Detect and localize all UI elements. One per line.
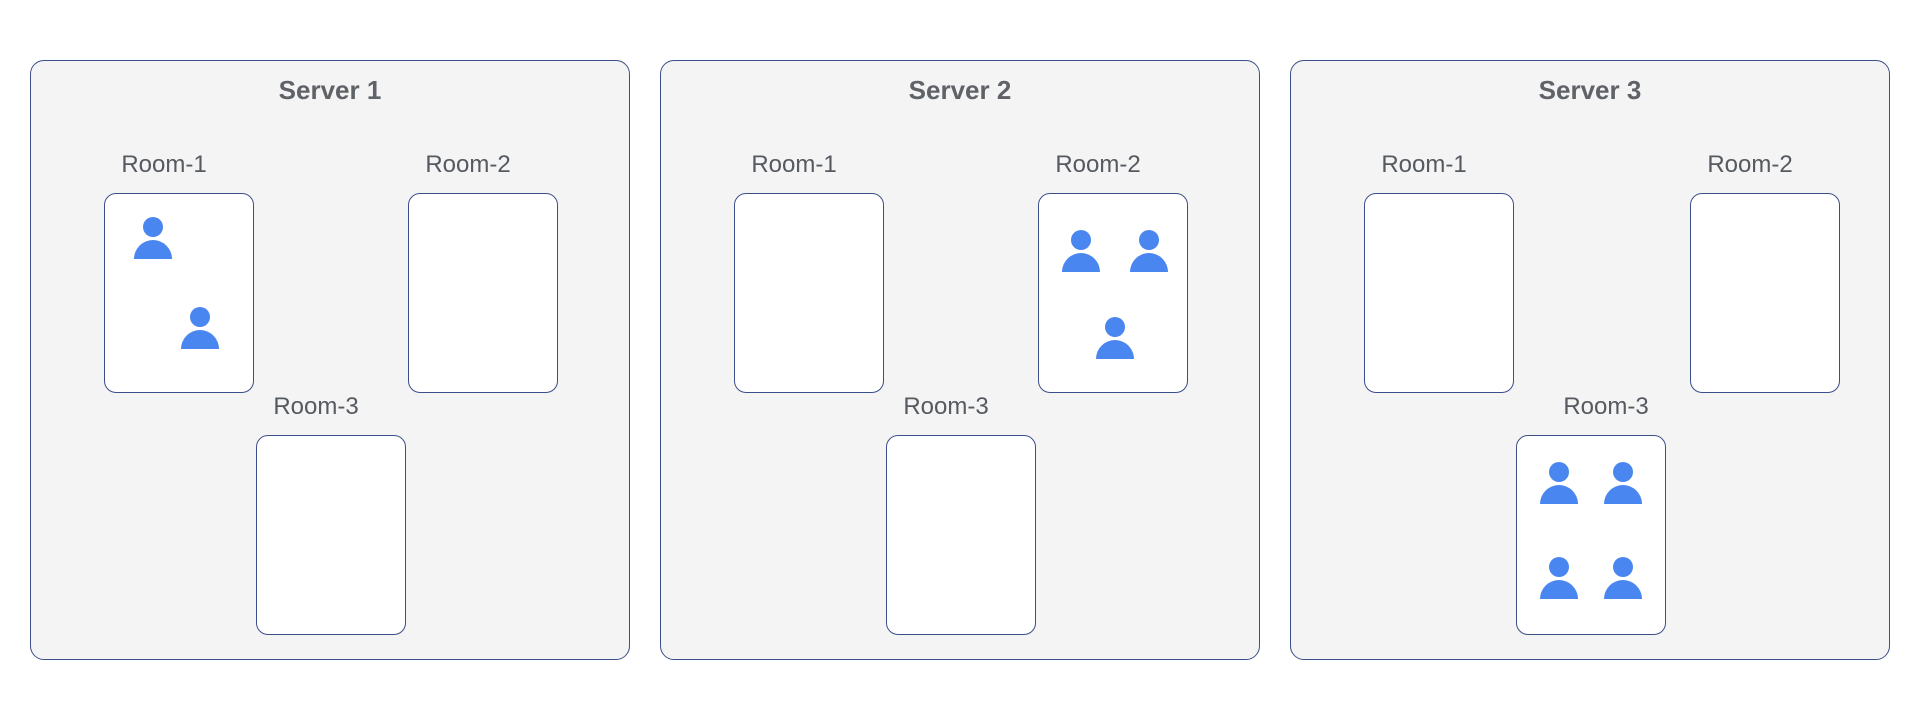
user-icon [1539,461,1579,505]
user-icon [1603,556,1643,600]
room-label: Room-1 [1381,151,1467,178]
room-1-box [1364,193,1514,393]
room-label: Room-3 [1563,393,1649,420]
room-1-box [734,193,884,393]
room-3-box [1516,435,1666,635]
room-1-box [104,193,254,393]
room-label: Room-3 [273,393,359,420]
server-panel-2: Server 2 Room-1 Room-2 Room-3 [660,60,1260,660]
room-2-box [408,193,558,393]
user-icon [1539,556,1579,600]
room-label: Room-2 [425,151,511,178]
room-label: Room-1 [121,151,207,178]
server-panel-1: Server 1 Room-1 Room-2 Room-3 [30,60,630,660]
user-icon [1061,229,1101,273]
room-label: Room-1 [751,151,837,178]
room-label: Room-2 [1055,151,1141,178]
user-icon [1129,229,1169,273]
room-label: Room-3 [903,393,989,420]
room-3-box [886,435,1036,635]
room-2-box [1690,193,1840,393]
server-panel-3: Server 3 Room-1 Room-2 Room-3 [1290,60,1890,660]
user-icon [133,216,173,260]
server-title: Server 2 [908,75,1012,105]
server-title: Server 1 [278,75,382,105]
server-title: Server 3 [1538,75,1642,105]
user-icon [180,306,220,350]
room-label: Room-2 [1707,151,1793,178]
room-3-box [256,435,406,635]
room-2-box [1038,193,1188,393]
user-icon [1095,316,1135,360]
user-icon [1603,461,1643,505]
